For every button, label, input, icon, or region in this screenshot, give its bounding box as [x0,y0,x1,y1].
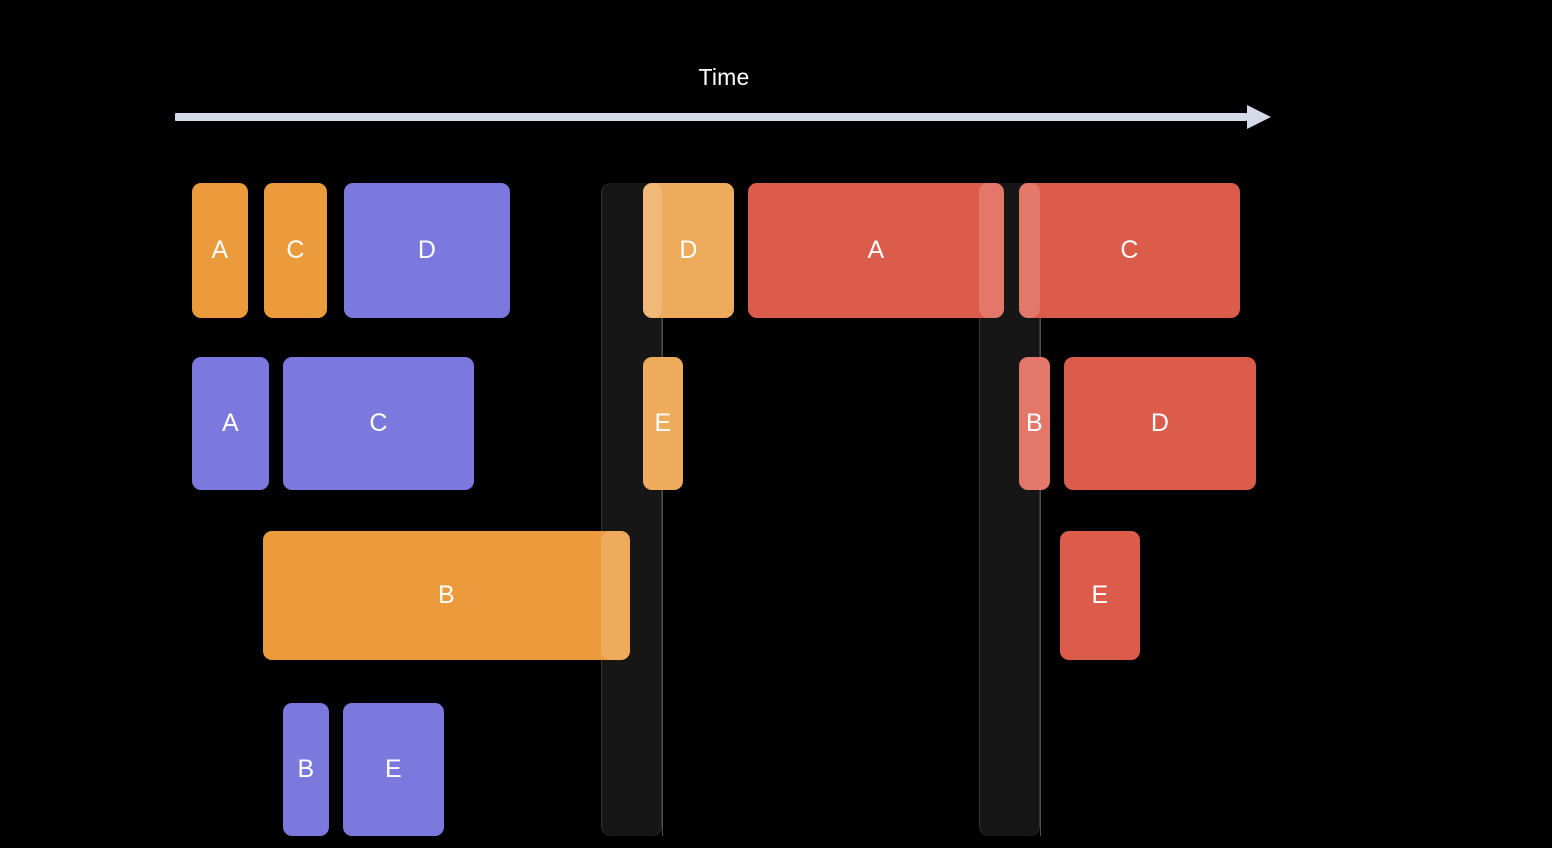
block-row-1-d[interactable]: D [344,183,510,318]
block-label: B [1026,409,1043,437]
block-label: E [1091,581,1109,609]
block-label: C [369,409,388,437]
block-label: A [867,236,885,264]
block-row-2-b[interactable]: B [1019,357,1050,490]
time-axis-arrowhead [1247,105,1271,129]
block-label: C [1120,236,1139,264]
block-row-4-b[interactable]: B [283,703,329,836]
block-row-3-b[interactable]: B [263,531,630,660]
block-label: C [286,236,305,264]
time-axis-label: Time [698,64,750,90]
block-row-2-c[interactable]: C [283,357,474,490]
block-row-1-a[interactable]: A [192,183,248,318]
band-left-edge [662,183,663,836]
block-row-1-c[interactable]: C [264,183,327,318]
block-row-4-e[interactable]: E [343,703,444,836]
block-label: D [417,236,437,264]
block-row-3-e[interactable]: E [1060,531,1140,660]
block-row-2-e[interactable]: E [643,357,683,490]
block-label: A [222,409,239,437]
time-axis-line [175,113,1247,121]
block-row-2-a[interactable]: A [192,357,269,490]
block-label: B [438,581,455,609]
block-label: D [679,236,698,264]
band-right-edge [1040,183,1041,836]
block-label: D [1150,409,1170,437]
block-row-2-d[interactable]: D [1064,357,1256,490]
block-row-1-d[interactable]: D [643,183,734,318]
block-label: E [385,755,402,783]
block-label: E [654,409,672,437]
block-row-1-c[interactable]: C [1019,183,1240,318]
block-label: B [297,755,315,783]
block-row-1-a[interactable]: A [748,183,1004,318]
block-label: A [211,236,229,264]
